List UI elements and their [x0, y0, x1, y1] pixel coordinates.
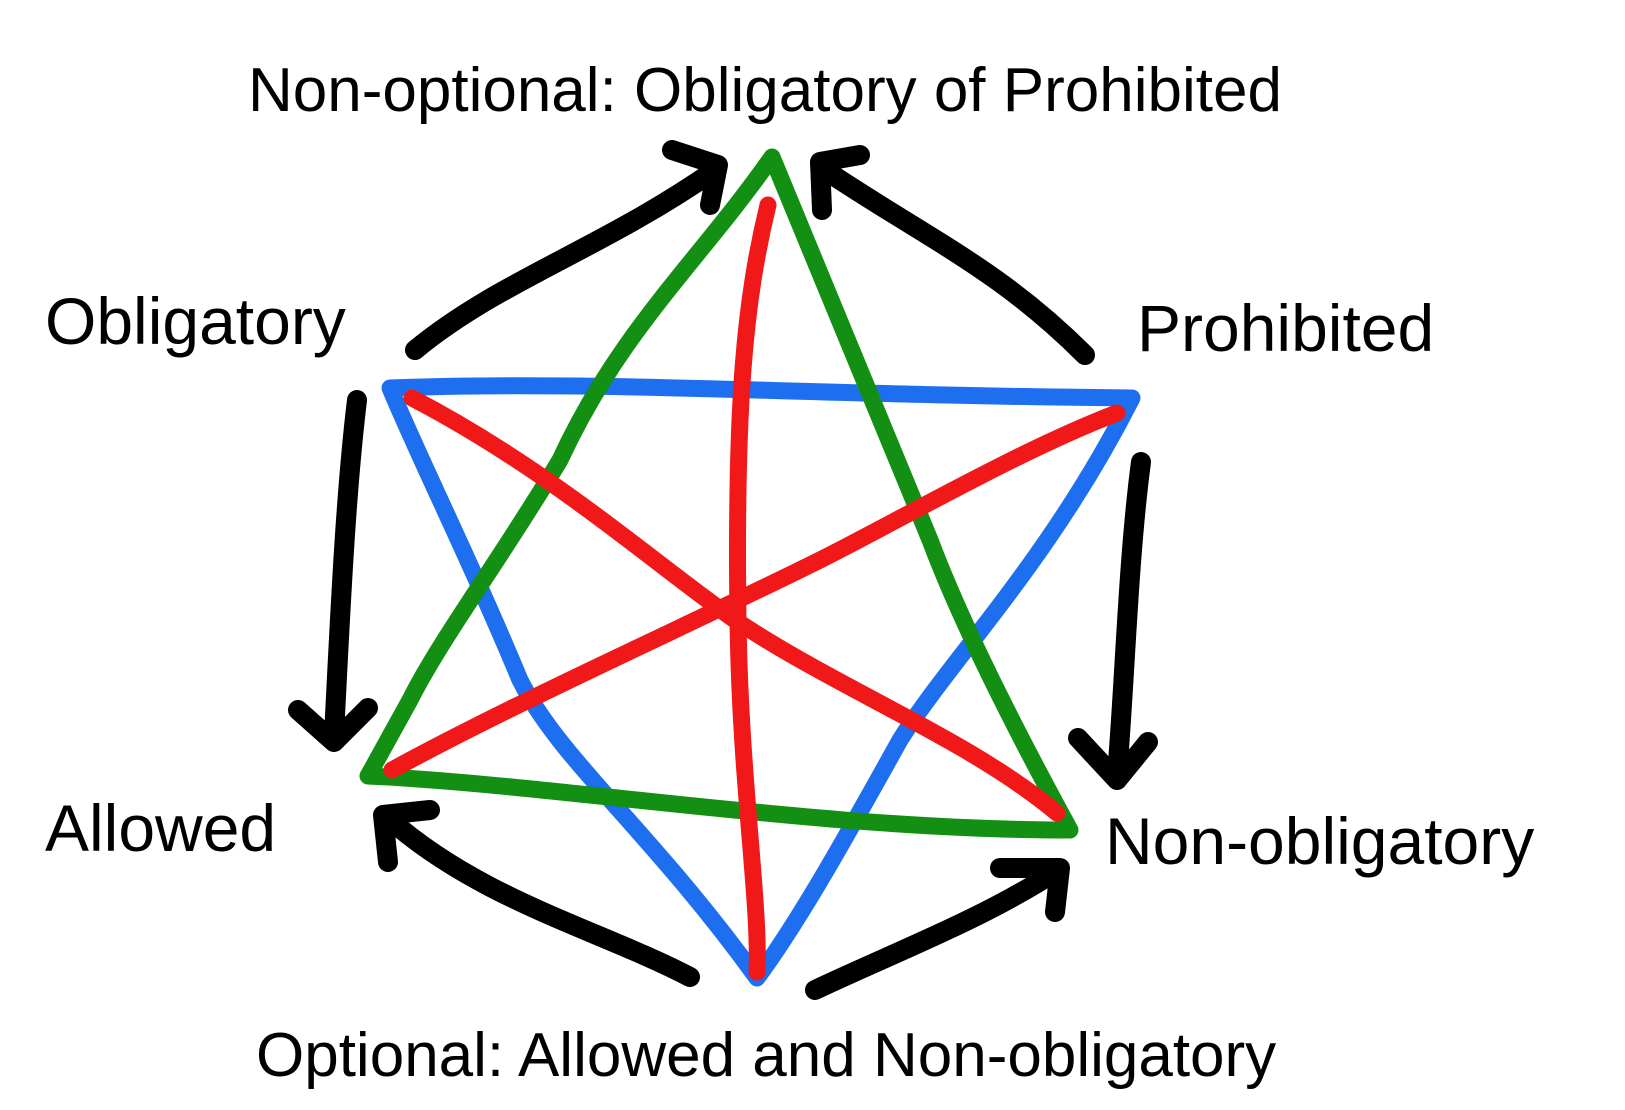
label-non-obligatory: Non-obligatory — [1105, 804, 1535, 878]
arrow-optional-to-allowed — [373, 800, 700, 987]
arrow-prohibited-to-nonobligatory — [1068, 452, 1158, 790]
arrow-obligatory-to-allowed — [288, 390, 378, 752]
green-triangle — [359, 148, 1079, 839]
red-line-prohibited-allowed — [383, 404, 1126, 779]
label-optional: Optional: Allowed and Non-obligatory — [256, 1021, 1277, 1090]
red-line-top-bottom — [728, 196, 777, 981]
arrow-prohibited-to-top — [810, 145, 1095, 365]
arrow-obligatory-to-top — [405, 140, 728, 360]
label-obligatory: Obligatory — [45, 284, 346, 358]
label-prohibited: Prohibited — [1137, 291, 1435, 365]
arrow-optional-to-nonobligatory — [805, 858, 1070, 1000]
label-non-optional: Non-optional: Obligatory of Prohibited — [248, 56, 1282, 125]
label-allowed: Allowed — [45, 791, 277, 865]
blue-triangle — [381, 377, 1141, 987]
